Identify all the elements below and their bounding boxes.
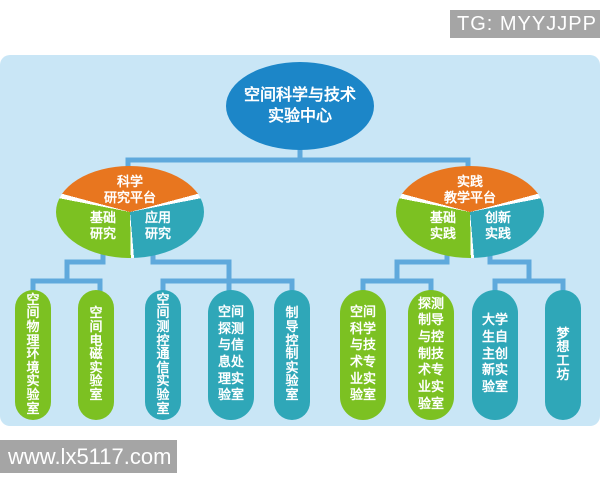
- lab-space-detection-info-processing: 空间探测与信息处理实验室: [208, 290, 254, 420]
- root-node-line1: 空间科学与技术: [243, 85, 356, 105]
- watermark-top-right: TG: MYYJJPP: [450, 10, 600, 38]
- practice-platform-title: 实践 教学平台: [396, 175, 544, 206]
- basic-research-line2: 研究: [89, 226, 116, 242]
- lab-label: 空间物理环境实验室: [26, 292, 40, 417]
- applied-research-line1: 应用: [144, 211, 171, 226]
- lab-label: 大学生自主创新实验室: [481, 313, 508, 395]
- lab-dream-workshop: 梦想工坊: [545, 290, 581, 420]
- basic-practice-segment: 基础 实践: [421, 211, 465, 242]
- lab-label: 空间科学与技术专业实验室: [349, 305, 376, 404]
- applied-research-segment: 应用 研究: [136, 211, 180, 242]
- lab-space-tt-and-c-communication: 空间测控通信实验室: [145, 290, 181, 420]
- watermark-top-text: TG: MYYJJPP: [457, 12, 597, 35]
- lab-label: 梦想工坊: [556, 326, 570, 383]
- science-platform-title-line2: 研究平台: [103, 190, 156, 206]
- lab-space-electromagnetics: 空间电磁实验室: [78, 290, 114, 420]
- basic-research-line1: 基础: [89, 211, 116, 226]
- lab-space-physics-environment: 空间物理环境实验室: [15, 290, 51, 420]
- lab-detection-guidance-control-major: 探测制导与控制技术专业实验室: [408, 290, 454, 420]
- lab-label: 空间电磁实验室: [89, 306, 103, 404]
- lab-label: 空间测控通信实验室: [156, 292, 170, 417]
- watermark-bottom-text: www.lx5117.com: [8, 443, 172, 469]
- basic-practice-line2: 实践: [429, 226, 456, 242]
- lab-student-independent-innovation: 大学生自主创新实验室: [472, 290, 518, 420]
- lab-label: 制导控制实验室: [285, 306, 299, 404]
- basic-practice-line1: 基础: [429, 211, 456, 226]
- lab-label: 空间探测与信息处理实验室: [217, 305, 244, 404]
- watermark-bottom-left: www.lx5117.com: [0, 440, 177, 473]
- applied-research-line2: 研究: [144, 226, 171, 242]
- lab-space-science-technology-major: 空间科学与技术专业实验室: [340, 290, 386, 420]
- science-platform-title-line1: 科学: [116, 175, 143, 190]
- lab-label: 探测制导与控制技术专业实验室: [417, 296, 444, 412]
- practice-platform-title-line1: 实践: [456, 175, 483, 190]
- lab-guidance-control: 制导控制实验室: [274, 290, 310, 420]
- science-platform-title: 科学 研究平台: [56, 175, 204, 206]
- science-research-platform: 科学 研究平台 基础 研究 应用 研究: [56, 166, 204, 258]
- root-node-line2: 实验中心: [267, 106, 332, 125]
- practice-teaching-platform: 实践 教学平台 基础 实践 创新 实践: [396, 166, 544, 258]
- innovative-practice-line1: 创新: [484, 211, 511, 226]
- root-node: 空间科学与技术 实验中心: [226, 62, 374, 150]
- innovative-practice-segment: 创新 实践: [476, 211, 520, 242]
- basic-research-segment: 基础 研究: [81, 211, 125, 242]
- practice-platform-title-line2: 教学平台: [443, 190, 496, 206]
- innovative-practice-line2: 实践: [484, 226, 511, 242]
